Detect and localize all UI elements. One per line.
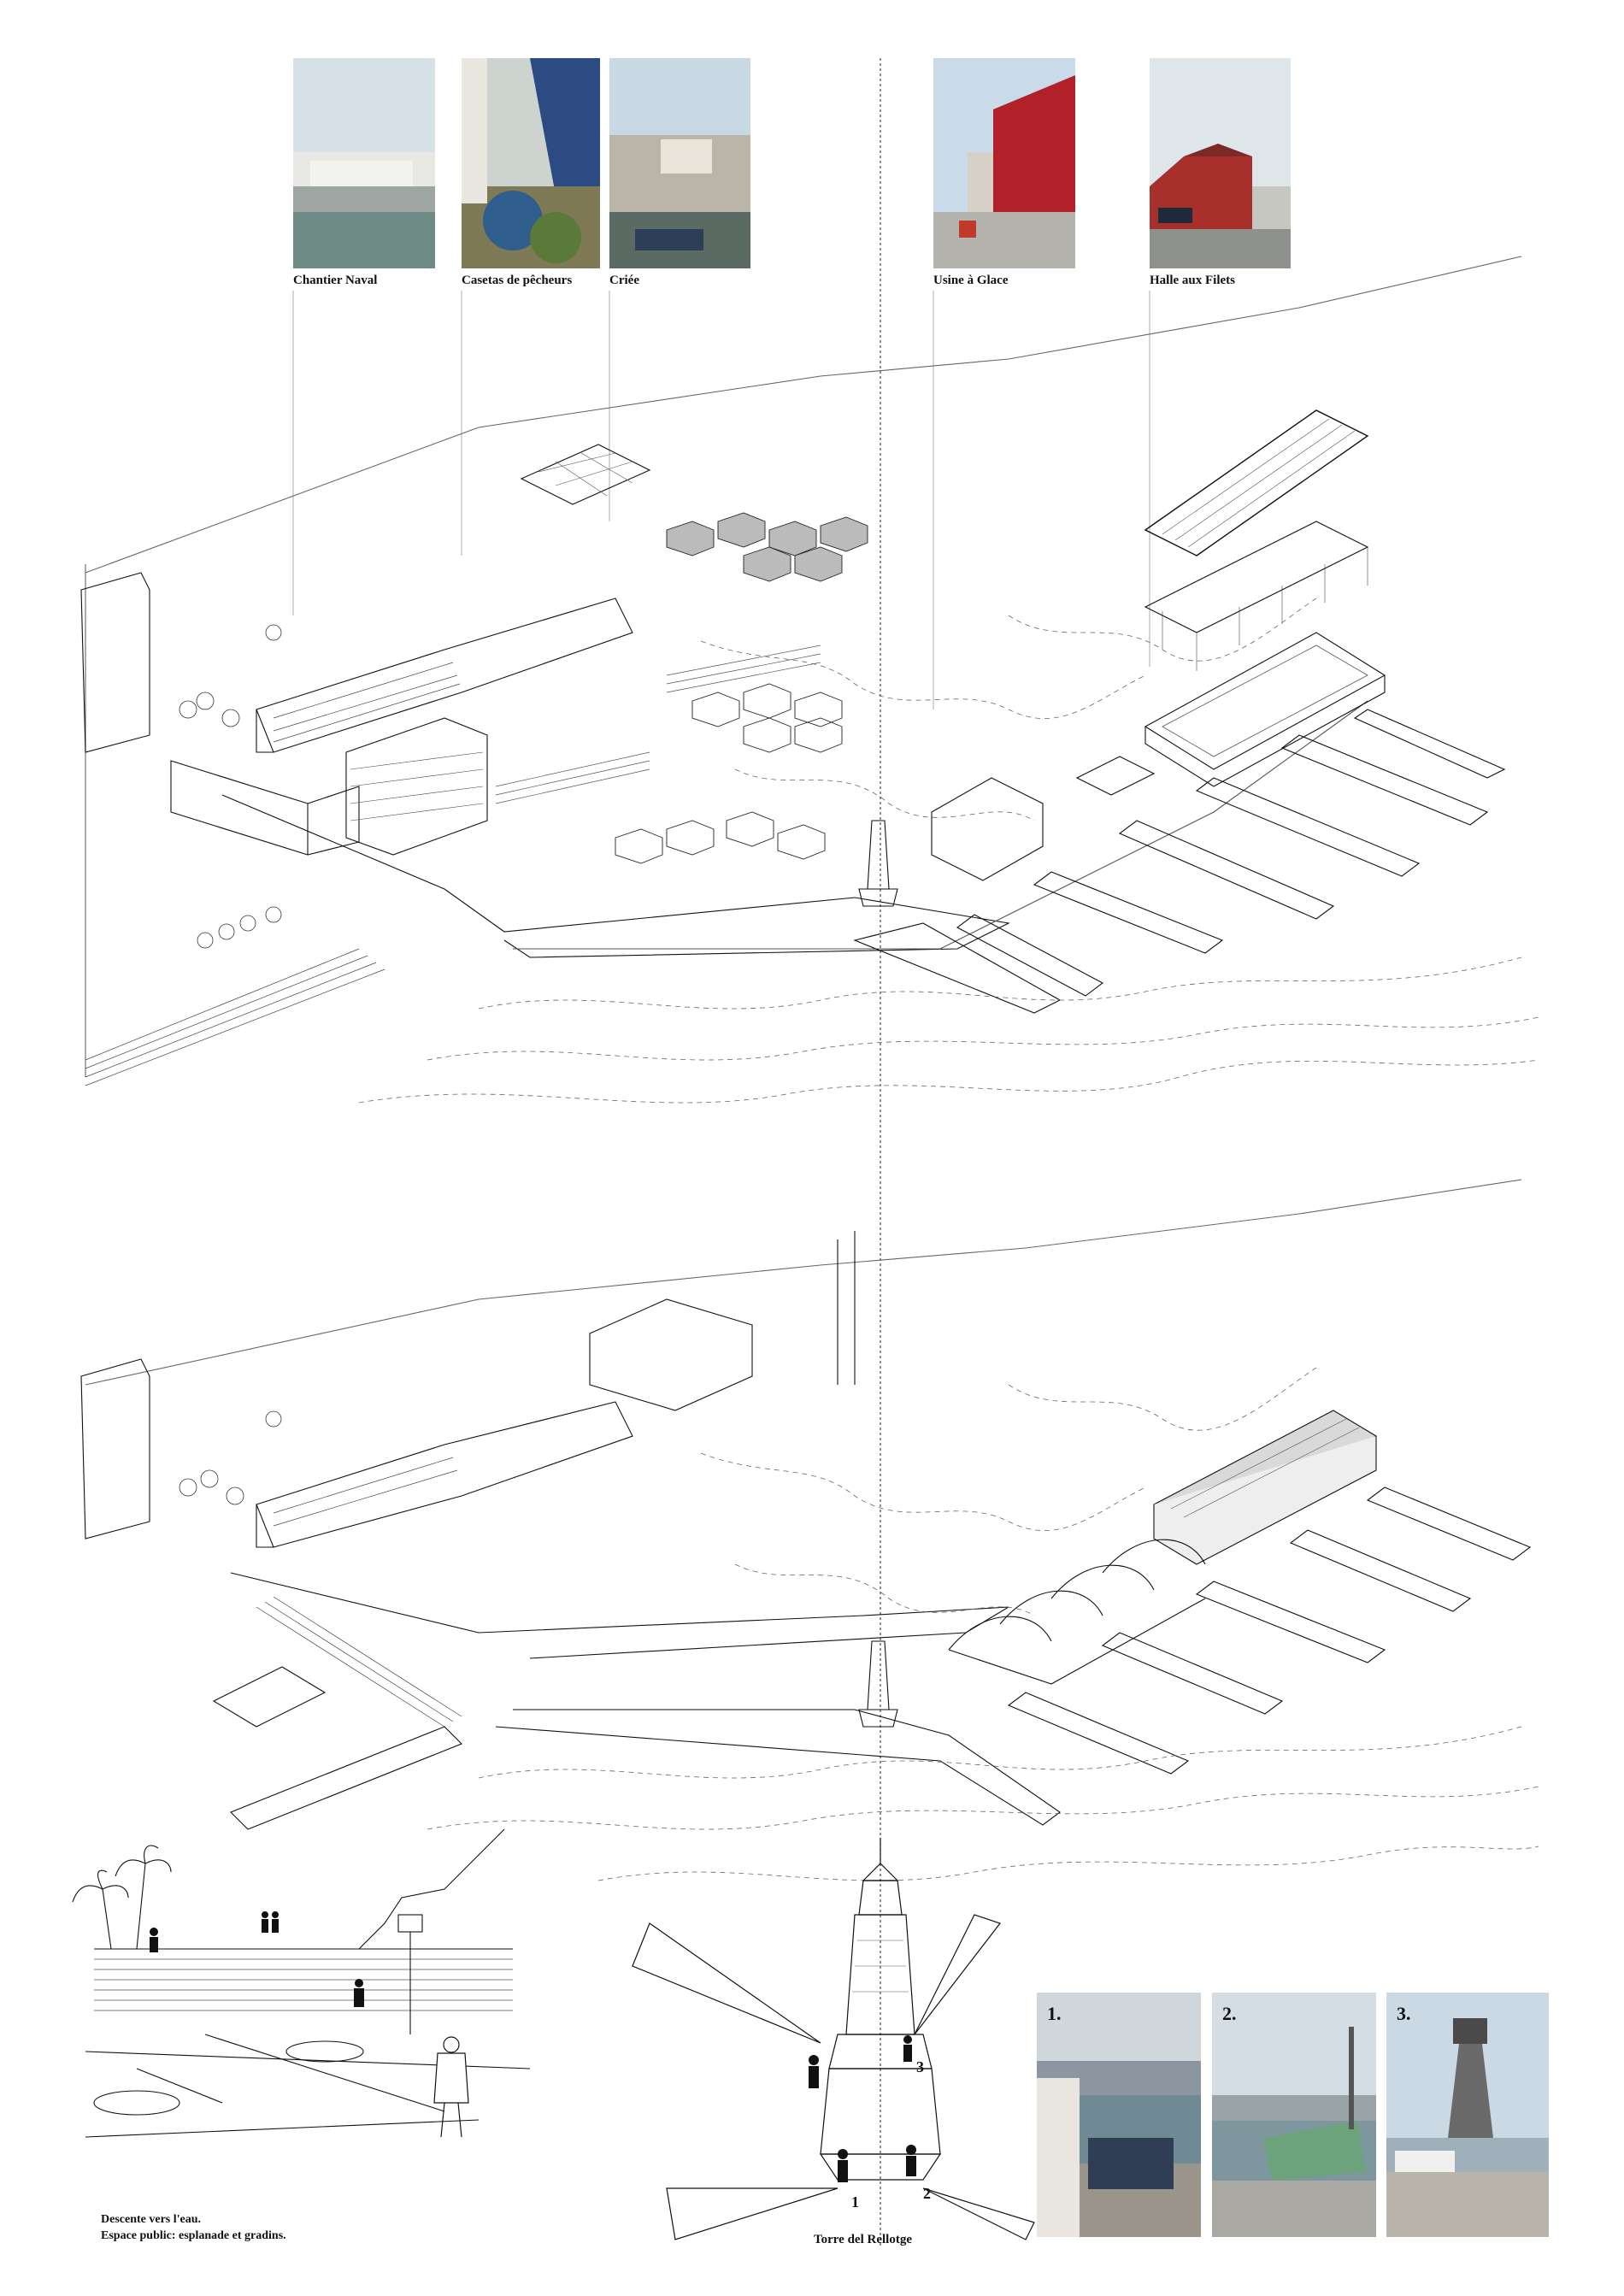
- caption-criee: Criée: [609, 274, 639, 287]
- photo-criee: [609, 58, 750, 268]
- esplanade-note-line2: Espace public: esplanade et gradins.: [101, 2229, 286, 2242]
- tower-view-2: 2: [923, 2185, 931, 2202]
- photo-halle-aux-filets: [1150, 58, 1291, 268]
- caption-halle-aux-filets: Halle aux Filets: [1150, 274, 1235, 287]
- caption-chantier-naval: Chantier Naval: [293, 274, 378, 287]
- top-plan: [80, 256, 1539, 1104]
- photo-view-1: 1.: [1037, 1993, 1201, 2237]
- bottom-plan: [80, 1179, 1539, 1881]
- tower-caption: Torre del Rellotge: [814, 2233, 912, 2246]
- photo-usine-a-glace: [933, 58, 1075, 268]
- esplanade-note: Descente vers l'eau. Espace public: espl…: [101, 2211, 286, 2244]
- photo-chantier-naval: [293, 58, 435, 268]
- caption-usine-a-glace: Usine à Glace: [933, 274, 1009, 287]
- caption-casetas: Casetas de pêcheurs: [462, 274, 573, 287]
- photo-view-1-number: 1.: [1047, 2003, 1062, 2024]
- photo-view-3-number: 3.: [1397, 2003, 1411, 2024]
- photo-view-2: 2.: [1212, 1993, 1376, 2237]
- tower-detail: [632, 1838, 1035, 2240]
- tower-view-1: 1: [851, 2193, 859, 2211]
- photo-view-2-number: 2.: [1222, 2003, 1237, 2024]
- tower-view-3: 3: [916, 2058, 924, 2075]
- esplanade-note-line1: Descente vers l'eau.: [101, 2213, 202, 2226]
- photo-casetas: [462, 58, 600, 268]
- photo-view-3: 3.: [1386, 1993, 1549, 2237]
- esplanade-detail: [72, 1828, 531, 2138]
